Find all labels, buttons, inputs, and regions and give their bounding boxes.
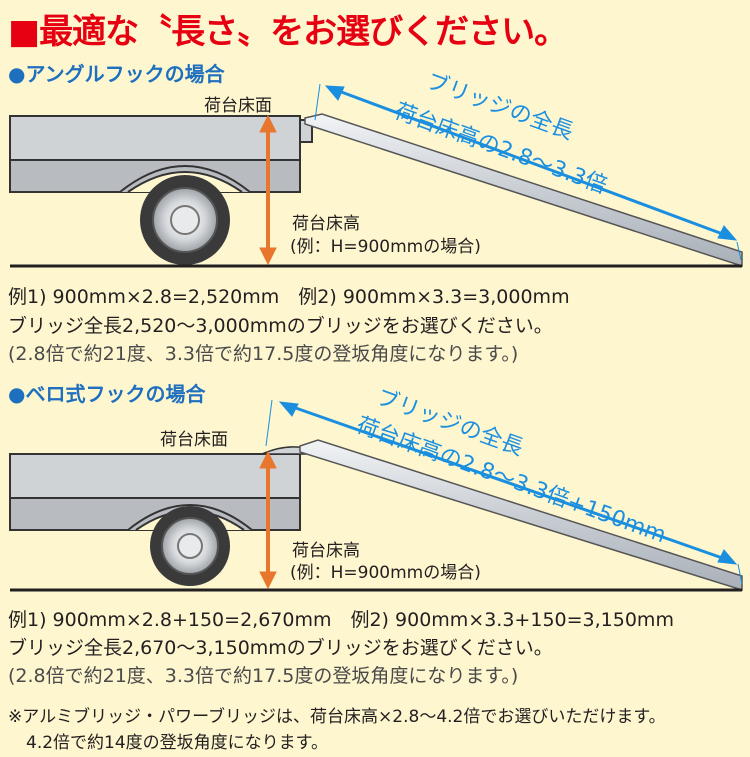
- climb-angle-text: (2.8倍で約21度、3.3倍で約17.5度の登坂角度になります。): [8, 665, 519, 687]
- footnote-continued: 4.2倍で約14度の登坂角度になります。: [26, 733, 328, 753]
- footnote: ※アルミブリッジ・パワーブリッジは、荷台床高×2.8〜4.2倍でお選びいただけま…: [8, 707, 666, 727]
- truck-wheel: [140, 175, 230, 265]
- deck-surface-label: 荷台床面: [204, 96, 272, 116]
- deck-height-label: 荷台床高: [292, 214, 360, 234]
- angle-hook-diagram: [9, 83, 743, 268]
- page-title: ■最適な〝長さ〟をお選びください。: [8, 12, 568, 52]
- tongue-hook-diagram: [9, 399, 743, 592]
- truck-wheel: [150, 506, 230, 586]
- height-arrow: [259, 114, 277, 266]
- example-calculation: 例1) 900mm×2.8=2,520mm 例2) 900mm×3.3=3,00…: [8, 286, 570, 308]
- height-arrow: [259, 450, 277, 590]
- example-calculation: 例1) 900mm×2.8+150=2,670mm 例2) 900mm×3.3+…: [8, 609, 674, 631]
- choose-bridge-text: ブリッジ全長2,520〜3,000mmのブリッジをお選びください。: [8, 315, 553, 337]
- truck-body: [9, 453, 301, 531]
- section-heading-tongue-hook: ●ベロ式フックの場合: [8, 382, 206, 406]
- section-heading-angle-hook: ●アングルフックの場合: [8, 62, 225, 86]
- deck-surface-label: 荷台床面: [160, 430, 228, 450]
- bridge-ramp: [304, 113, 743, 268]
- bridge-length-arrow: [265, 399, 743, 585]
- height-example-label: (例：H=900mmの場合): [290, 237, 481, 257]
- bridge-length-arrow: [314, 83, 742, 261]
- height-example-label: (例：H=900mmの場合): [290, 563, 481, 583]
- climb-angle-text: (2.8倍で約21度、3.3倍で約17.5度の登坂角度になります。): [8, 343, 519, 365]
- deck-height-label: 荷台床高: [292, 541, 360, 561]
- choose-bridge-text: ブリッジ全長2,670〜3,150mmのブリッジをお選びください。: [8, 637, 553, 659]
- truck-body: [9, 115, 301, 193]
